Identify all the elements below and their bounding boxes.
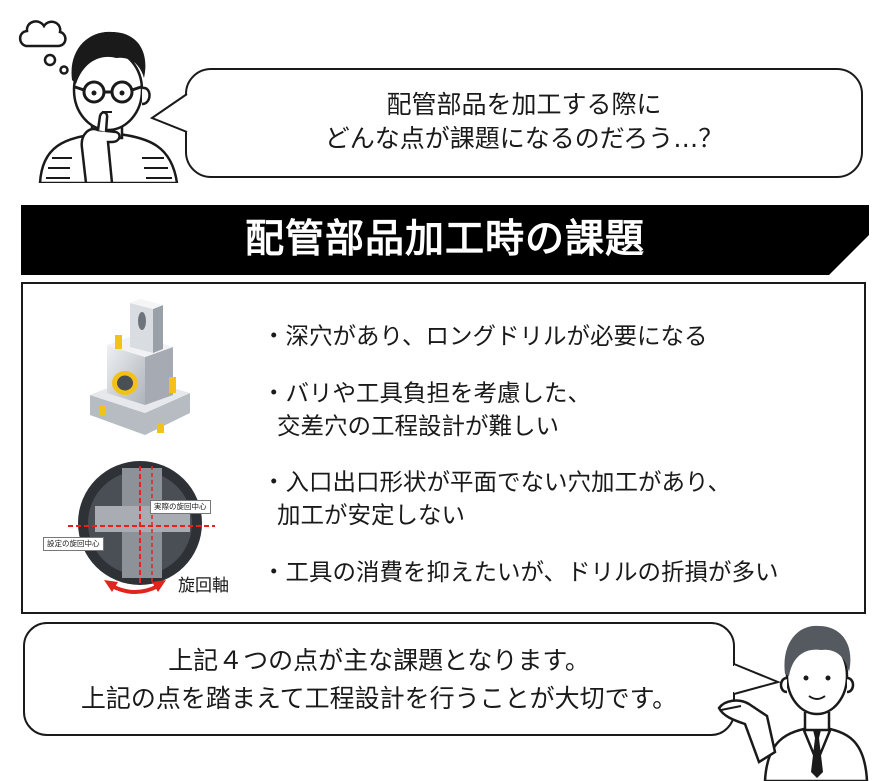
rotation-arrow-icon [104,580,166,594]
rotation-axis-diagram [68,461,215,594]
issue-item-2: ・バリや工具負担を考慮した、 交差穴の工程設計が難しい [262,379,591,440]
explaining-man-illustration [717,625,869,781]
issue-item-3: ・入口出口形状が平面でない穴加工があり、 加工が安定しない [262,468,732,529]
thinking-man-illustration [18,20,179,183]
explanation-line-2: 上記の点を踏まえて工程設計を行うことが大切です。 [80,684,678,713]
issue-item-1: ・深穴があり、ロングドリルが必要になる [262,322,708,350]
issue-item-4: ・工具の消費を抑えたいが、ドリルの折損が多い [262,558,779,586]
bubble-tail [732,663,782,695]
bubble-tail [150,93,190,133]
thought-cloud-icon [18,20,69,75]
set-center-label: 設定の旋回中心 [43,537,104,551]
explanation-speech-bubble [23,622,735,736]
actual-center-label: 実際の旋回中心 [150,500,211,514]
banner-title: 配管部品加工時の課題 [244,217,645,262]
thought-line-2: どんな点が課題になるのだろう…？ [324,124,724,153]
thought-line-1: 配管部品を加工する際に [386,90,662,119]
explanation-line-1: 上記４つの点が主な課題となります。 [168,646,590,675]
pipe-part-illustration [90,299,190,435]
thought-speech-bubble [185,68,863,178]
thought-text: 配管部品を加工する際に どんな点が課題になるのだろう…？ [185,88,863,156]
rotation-axis-label: 旋回軸 [178,576,229,596]
title-banner [21,205,869,275]
explanation-text: 上記４つの点が主な課題となります。 上記の点を踏まえて工程設計を行うことが大切で… [23,642,735,718]
